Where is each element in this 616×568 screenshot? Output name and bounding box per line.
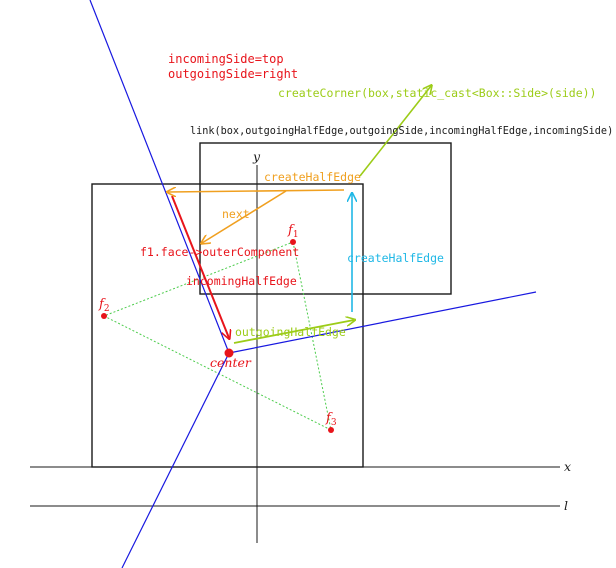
incoming-half-edge-label: incomingHalfEdge (186, 274, 297, 288)
f3-label: f3 (325, 411, 337, 428)
f3-point (328, 427, 334, 433)
outgoing-half-edge-label: outgoingHalfEdge (235, 325, 346, 339)
voronoi-edge-right (228, 291, 537, 354)
next-label: next (222, 207, 250, 221)
inner-box (91, 183, 364, 468)
create-corner-label: createCorner(box,static_cast<Box::Side>(… (278, 86, 597, 100)
neighbor-box (199, 142, 452, 295)
center-label: center (210, 355, 252, 370)
face-outer-component-label: f1.face->outerComponent (140, 245, 299, 259)
voronoi-edge-bottom (121, 352, 230, 568)
next-arrow (202, 190, 287, 243)
incoming-half-edge-arrow (171, 195, 229, 338)
f1-label: f1 (287, 223, 299, 240)
f1-point (290, 239, 296, 245)
center-point (224, 348, 234, 358)
f2-point (101, 313, 107, 319)
voronoi-edge-top (89, 0, 230, 354)
incoming-side-label: incomingSide=top (168, 52, 284, 66)
x-axis-label: x (564, 459, 571, 474)
f2-label: f2 (98, 297, 110, 314)
create-half-edge-top-arrow (168, 190, 345, 192)
link-call-label: link(box,outgoingHalfEdge,outgoingSide,i… (190, 126, 613, 137)
create-corner-arrow (359, 86, 431, 177)
outgoing-half-edge-arrow (233, 320, 354, 344)
create-half-edge-right-label: createHalfEdge (347, 251, 444, 265)
y-axis-label: y (252, 149, 261, 164)
outgoing-side-label: outgoingSide=right (168, 67, 298, 81)
create-half-edge-top-label: createHalfEdge (264, 170, 361, 184)
l-label: l (564, 498, 568, 513)
